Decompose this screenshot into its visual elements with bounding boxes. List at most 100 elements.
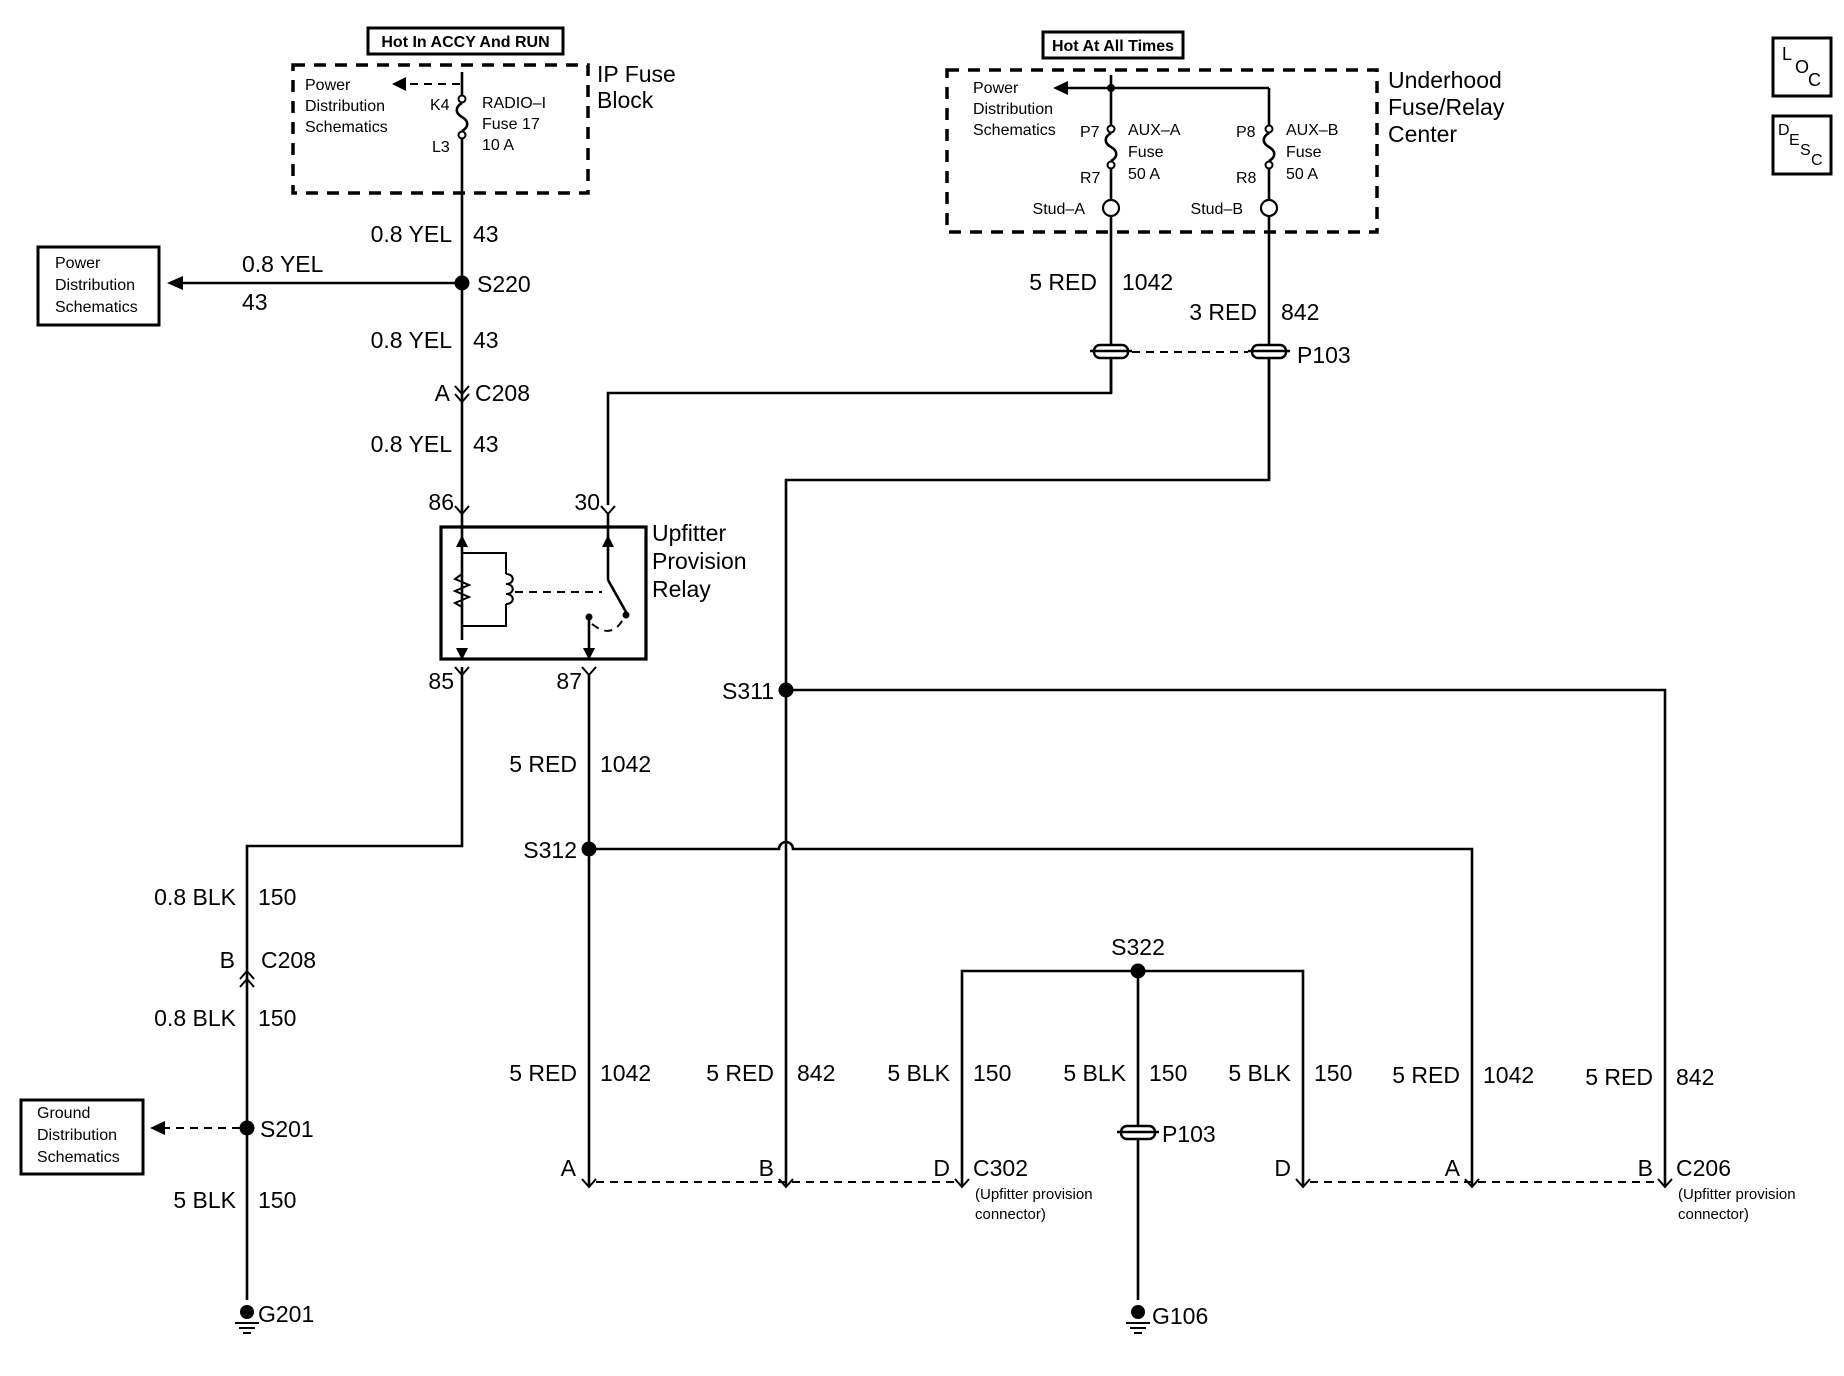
wire-43-size-1: 0.8 YEL — [371, 221, 453, 247]
circuit-43-yel: 0.8 YEL 43 0.8 YEL 43 S220 0.8 YEL 43 A … — [167, 139, 531, 513]
wire-43-circuit-2: 43 — [473, 327, 499, 353]
underhood-title-3: Center — [1388, 121, 1457, 147]
relay-coil-loop-bottom — [462, 604, 507, 627]
wire-43-size-3: 0.8 YEL — [371, 431, 453, 457]
ip-fuse-name-3: 10 A — [482, 137, 514, 154]
c208-b-connector — [239, 969, 255, 988]
wire-43-branch-size: 0.8 YEL — [242, 251, 324, 277]
wire-s311-to-c206b — [786, 688, 1667, 1186]
wire-150-size-g106: 5 BLK — [1063, 1060, 1126, 1086]
ip-fuse-block-title-1: IP Fuse — [597, 61, 676, 87]
hot-at-all-times-label-box — [1041, 30, 1185, 60]
c302-desc-1: (Upfitter provision — [975, 1186, 1093, 1203]
relay-pin-87: 87 — [556, 668, 582, 694]
ip-pin-l3-label: L3 — [432, 139, 450, 156]
relay-title-3: Relay — [652, 576, 711, 602]
c206-pin-d-label: D — [1274, 1155, 1291, 1181]
c302-label: C302 — [973, 1155, 1028, 1181]
aux-b-fuse-name-3: 50 A — [1286, 166, 1318, 183]
ip-fuse-pin-l3 — [457, 130, 467, 140]
loc-button[interactable]: L O C — [1771, 36, 1833, 98]
wire-1042-circuit-top: 1042 — [1122, 269, 1173, 295]
c208-label-bottom: C208 — [261, 947, 316, 973]
ground-g106-label: G106 — [1152, 1303, 1208, 1329]
connector-c206: D A B C206 (Upfitter provision connector… — [1274, 1155, 1795, 1223]
wire-150-circuit-c302d: 150 — [973, 1060, 1011, 1086]
g201-dot — [240, 1305, 254, 1319]
ground-g106-symbol — [1126, 1305, 1150, 1334]
loc-icon[interactable] — [1771, 36, 1833, 98]
p103-top-label: P103 — [1297, 342, 1351, 368]
loc-letter-o: O — [1795, 57, 1809, 77]
relay-pin-86: 86 — [428, 489, 454, 515]
uh-pds-ref-1: Power — [973, 80, 1019, 97]
p103-top-passthrough: P103 — [1090, 342, 1351, 368]
c302-pin-d-label: D — [933, 1155, 950, 1181]
ip-pds-ref-3: Schematics — [305, 119, 388, 136]
p103-bottom-passthrough: P103 — [1117, 1121, 1216, 1147]
relay-30-arrow — [602, 535, 614, 547]
wire-842-size-c302b: 5 RED — [706, 1060, 774, 1086]
splice-s220-dot — [454, 275, 470, 291]
wire-150-circuit-3: 150 — [258, 1187, 296, 1213]
wire-150-circuit-1: 150 — [258, 884, 296, 910]
wire-150-size-3: 5 BLK — [173, 1187, 236, 1213]
desc-icon[interactable] — [1771, 114, 1833, 176]
wire-150-circuit-c206d: 150 — [1314, 1060, 1352, 1086]
relay-title-1: Upfitter — [652, 520, 726, 546]
aux-b-pin-r8 — [1264, 160, 1274, 170]
ip-fuse-pin-k4 — [457, 94, 467, 104]
desc-letter-e: E — [1789, 132, 1800, 149]
desc-letter-c: C — [1811, 152, 1823, 169]
loc-letter-l: L — [1782, 44, 1792, 64]
splice-s201-dot — [239, 1120, 255, 1136]
aux-a-pin-r7-label: R7 — [1080, 170, 1101, 187]
wire-150-size-2: 0.8 BLK — [154, 1005, 236, 1031]
ip-pds-arrowhead — [392, 77, 406, 91]
ip-pds-ref-1: Power — [305, 77, 351, 94]
ip-fuse-block-boundary — [291, 63, 590, 195]
ip-pin-k4-label: K4 — [430, 97, 450, 114]
c206-pin-a-label: A — [1445, 1155, 1461, 1181]
wire-842-circuit-c206b: 842 — [1676, 1064, 1714, 1090]
relay-pin-30: 30 — [574, 489, 600, 515]
c206-label: C206 — [1676, 1155, 1731, 1181]
wire-43-branch-circuit: 43 — [242, 289, 268, 315]
hot-accy-run-label-box — [366, 26, 565, 56]
c302-pin-a-terminal — [581, 1178, 597, 1189]
relay-switch-contact — [622, 611, 630, 619]
power-distribution-offpage-2: Distribution — [55, 277, 135, 294]
aux-b-pin-p8-label: P8 — [1236, 124, 1256, 141]
wire-43-circuit-3: 43 — [473, 431, 499, 457]
splice-s322-dot — [1130, 963, 1146, 979]
wire-1042-size-c206a: 5 RED — [1392, 1062, 1460, 1088]
ip-fuse-name-1: RADIO–I — [482, 95, 546, 112]
desc-button[interactable]: D E S C — [1771, 114, 1833, 176]
wire-842-circuit-c302b: 842 — [797, 1060, 835, 1086]
ground-g201-symbol — [235, 1305, 259, 1334]
wire-43-branch-arrowhead — [167, 276, 183, 290]
splice-s311-label: S311 — [722, 678, 774, 704]
stud-b-label: Stud–B — [1191, 201, 1243, 218]
relay-coil — [505, 573, 514, 605]
circuit-150-right: S322 5 BLK 150 5 BLK 150 5 BLK 150 P103 … — [887, 934, 1352, 1334]
c302-pin-d-terminal — [954, 1178, 970, 1189]
underhood-title-2: Fuse/Relay — [1388, 94, 1505, 120]
relay-title-2: Provision — [652, 548, 747, 574]
relay-diode-resistor — [452, 573, 472, 608]
ip-fuse-block: Hot In ACCY And RUN IP Fuse Block Power … — [291, 26, 676, 195]
desc-letter-s: S — [1800, 142, 1811, 159]
uh-pds-ref-2: Distribution — [973, 101, 1053, 118]
aux-a-pin-p7 — [1106, 124, 1116, 134]
underhood-title-1: Underhood — [1388, 67, 1502, 93]
relay-86-arrow — [456, 535, 468, 547]
wire-842-to-s311 — [784, 358, 1271, 690]
uh-pds-ref-3: Schematics — [973, 122, 1056, 139]
c206-pin-b-label: B — [1638, 1155, 1653, 1181]
aux-b-pin-r8-label: R8 — [1236, 170, 1257, 187]
uh-pds-arrowhead — [1053, 81, 1068, 95]
aux-b-fuse-symbol — [1262, 131, 1276, 163]
loc-letter-c: C — [1808, 70, 1821, 90]
relay-85-arrow — [456, 648, 468, 660]
relay-coil-loop-top — [462, 552, 507, 574]
